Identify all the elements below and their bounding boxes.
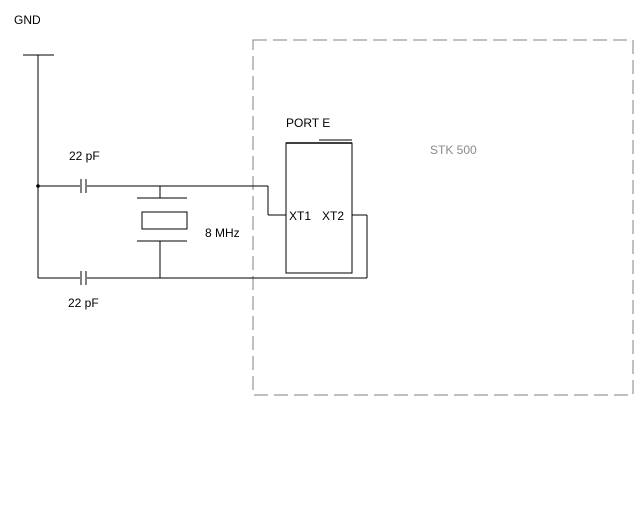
crystal-label: 8 MHz [205, 226, 240, 240]
port-e-chip [285, 142, 353, 274]
wires [23, 54, 368, 285]
junction-dot [36, 184, 40, 188]
pin-xt2-label: XT2 [322, 209, 345, 223]
port-label: PORT E [286, 116, 331, 130]
crystal-body [141, 211, 188, 230]
capacitor-top-label: 22 pF [69, 149, 100, 163]
board-boundary [252, 39, 634, 396]
capacitor-bottom-label: 22 pF [68, 296, 99, 310]
board-label: STK 500 [430, 143, 477, 157]
pin-xt1-label: XT1 [289, 209, 312, 223]
gnd-label: GND [14, 13, 41, 27]
